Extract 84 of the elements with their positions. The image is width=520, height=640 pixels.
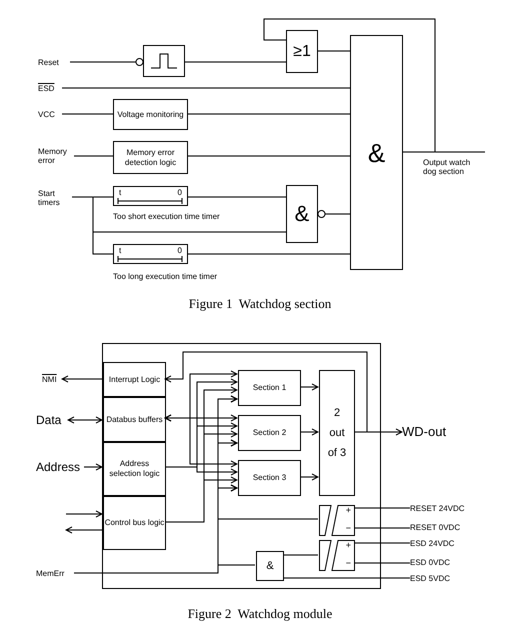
and-gate — [286, 185, 318, 243]
terminal-label: ESD 0VDC — [410, 556, 485, 568]
arrow — [164, 466, 238, 476]
block-label: Memory error detection logic — [124, 148, 178, 168]
arrow — [66, 526, 102, 534]
input-label: Address — [36, 459, 84, 475]
block-label: Address selection logic — [108, 459, 161, 479]
timer-caption: Too long execution time timer — [113, 272, 218, 281]
timer-caption: Too short execution time timer — [113, 212, 220, 221]
signal-line — [282, 554, 318, 556]
logic-block — [103, 496, 166, 550]
polarity-sign: − — [346, 524, 351, 533]
block-label: Databus buffers — [106, 414, 163, 424]
isolator-block — [319, 505, 355, 536]
pulse-block — [143, 45, 185, 77]
output-label: NMI — [42, 373, 62, 385]
input-label: Data — [36, 412, 68, 428]
terminal-label: ESD 24VDC — [410, 537, 485, 549]
block-label: 2 out of 3 — [327, 406, 347, 461]
timer-label: 0 — [178, 246, 182, 255]
arrow — [84, 464, 102, 470]
timer-label: t — [119, 188, 122, 197]
section-block — [238, 370, 301, 406]
signal-line — [72, 196, 114, 254]
or-gate — [286, 30, 318, 73]
block-label: Section 3 — [252, 473, 286, 483]
terminal-label: RESET 0VDC — [410, 521, 485, 533]
terminal-label: RESET 24VDC — [410, 502, 485, 514]
timer-label: 0 — [178, 188, 182, 197]
double-arrow — [68, 416, 102, 424]
arrow — [62, 376, 102, 382]
double-arrow — [164, 414, 238, 468]
polarity-sign: + — [346, 541, 351, 550]
signal-line — [354, 562, 410, 564]
output-label: Output watch dog section — [423, 152, 485, 190]
section-block — [238, 460, 301, 496]
input-label: ESD — [38, 82, 62, 94]
signal-line — [188, 196, 286, 198]
polarity-sign: − — [346, 559, 351, 568]
signal-line — [318, 50, 350, 52]
figure-caption: Figure 2 Watchdog module — [188, 606, 332, 622]
terminal-label: ESD 5VDC — [410, 572, 485, 584]
signal-line — [354, 542, 410, 544]
figure-caption: Figure 1 Watchdog section — [188, 296, 332, 312]
timer-block — [113, 186, 188, 206]
logic-block — [113, 141, 188, 174]
input-label: VCC — [38, 108, 62, 120]
timer-block — [113, 244, 188, 264]
logic-block — [103, 362, 166, 397]
signal-line — [264, 18, 436, 152]
polarity-sign: + — [346, 506, 351, 515]
input-label: Start timers — [38, 186, 72, 210]
voter-block — [319, 370, 355, 496]
inverted-connector — [318, 210, 350, 218]
arrow — [66, 510, 102, 518]
gate-symbol: ≥1 — [293, 42, 311, 60]
timer-label: t — [119, 246, 122, 255]
block-label: Interrupt Logic — [108, 374, 160, 384]
input-label: Memory error — [38, 145, 74, 167]
arrow — [300, 384, 318, 390]
output-label: WD-out — [402, 424, 472, 440]
logic-block — [113, 99, 188, 130]
input-label: Reset — [38, 56, 70, 68]
arrow — [218, 484, 256, 566]
arrow — [300, 474, 318, 480]
block-label: Section 2 — [252, 428, 286, 438]
gate-symbol: & — [266, 560, 274, 572]
gate-symbol: & — [368, 138, 386, 166]
arrow — [300, 428, 318, 436]
arrow — [164, 352, 368, 432]
gate-symbol: & — [294, 202, 310, 226]
module-frame — [102, 343, 381, 589]
inverted-connector — [70, 58, 144, 66]
block-label: Voltage monitoring — [117, 110, 184, 120]
block-label: Control bus logic — [104, 518, 164, 528]
logic-block — [103, 442, 166, 496]
logic-block — [103, 397, 166, 442]
isolator-block — [319, 540, 355, 571]
and-gate — [256, 551, 284, 581]
input-label: MemErr — [36, 567, 74, 579]
arrow — [164, 476, 238, 522]
block-label: Section 1 — [252, 383, 286, 393]
section-block — [238, 415, 301, 451]
and-gate — [350, 35, 403, 270]
